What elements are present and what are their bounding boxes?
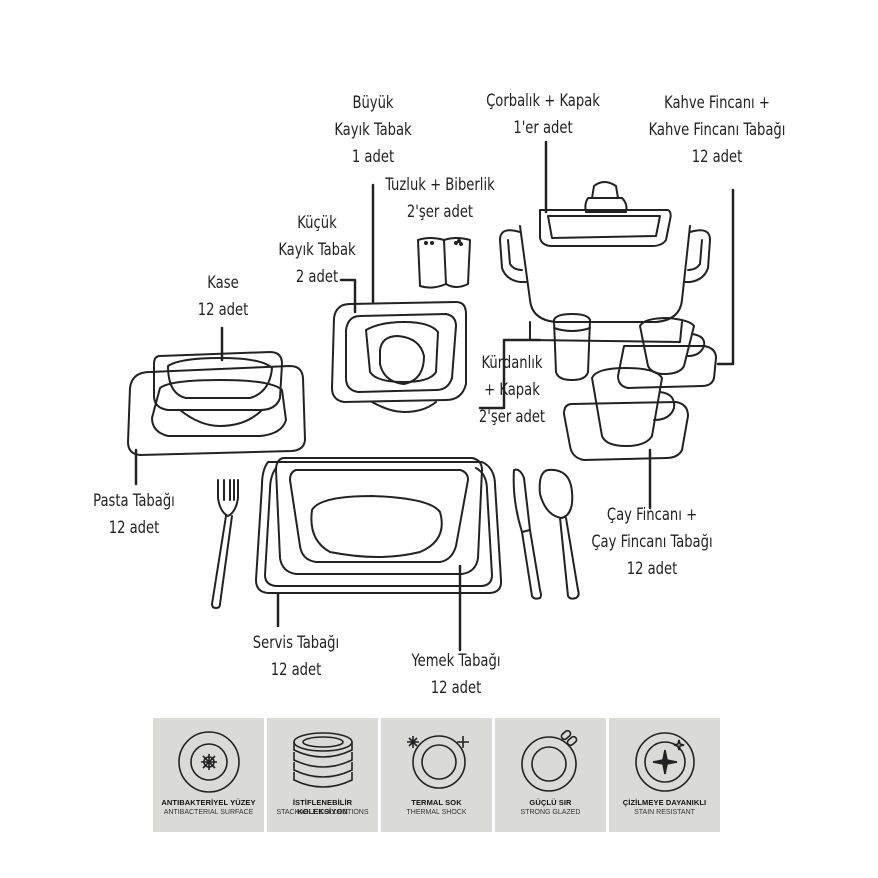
label-line: Çay Fincanı Tabağı [591,532,713,552]
servis-tabagi-drawing [255,461,503,594]
yemek-tabagi-drawing [275,457,483,575]
dinner-set-illustration [127,140,735,652]
label-line: 12 adet [270,660,322,680]
label-line: Kayık Tabak [334,120,412,140]
feature-title: GÜÇLÜ SIR [529,798,572,807]
label-line: 12 adet [691,147,743,167]
label-line: Kahve Fincanı Tabağı [648,120,786,140]
kase-drawing [153,351,283,427]
label-line: Kayık Tabak [278,240,356,260]
label-line: Çorbalık + Kapak [486,91,600,111]
tuzluk-biberlik-drawing [417,237,471,289]
label-corbalik: Çorbalık + Kapak 1'er adet [480,88,606,142]
feature-title: İSTİFLENEBİLİR KOLEKSİYON [292,798,353,816]
label-line: 12 adet [430,678,482,698]
link-icon [520,730,577,792]
label-kurdanlik: Kürdanlık + Kapak 2'şer adet [469,350,555,431]
feature-title: ANTIBAKTERİYEL YÜZEY [161,798,256,807]
feature-stackable: İSTİFLENEBİLİR KOLEKSİYON STACKABLE COLL… [267,718,378,832]
feature-subtitle: THERMAL SHOCK [406,809,467,816]
label-line: 2'şer adet [406,202,474,222]
label-line: 1'er adet [513,118,573,138]
kahve-fincani-drawing [617,317,717,389]
leader-lines [134,140,735,652]
label-line: Çay Fincanı + [606,505,698,525]
label-pasta-tabagi: Pasta Tabağı 12 adet [82,488,185,542]
cay-fincani-drawing [563,367,689,461]
spoon-drawing [538,468,580,600]
kayik-tabak-drawing [331,301,467,413]
label-line: Büyük [352,93,394,113]
label-kahve-fincani: Kahve Fincanı + Kahve Fincanı Tabağı 12 … [635,90,798,171]
corbalik-drawing [499,181,711,343]
label-line: Pasta Tabağı [93,491,175,511]
label-line: Küçük [297,213,337,233]
label-kucuk-kayik-tabak: Küçük Kayık Tabak 2 adet [270,210,365,291]
label-line: + Kapak [484,380,540,400]
feature-stain-resistant: ÇİZİLMEYE DAYANIKLI STAIN RESISTANT [609,718,720,832]
feature-title: ÇİZİLMEYE DAYANIKLI [622,798,707,807]
pasta-tabagi-drawing [127,365,306,456]
knife-drawing [512,468,542,600]
stack-icon [292,732,353,788]
antibacterial-icon [177,731,240,793]
feature-title: TERMAL SOK [411,798,462,807]
fork-drawing [211,479,239,609]
label-line: Kahve Fincanı + [664,93,770,113]
label-line: Yemek Tabağı [411,651,501,671]
label-line: Tuzluk + Biberlik [385,175,495,195]
label-line: 2'şer adet [478,407,546,427]
feature-subtitle: STRONG GLAZED [520,809,581,816]
feature-subtitle: STAIN RESISTANT [634,809,695,816]
sparkle-icon [634,732,695,792]
feature-strong-glazed: GÜÇLÜ SIR STRONG GLAZED [495,718,606,832]
label-tuzluk-biberlik: Tuzluk + Biberlik 2'şer adet [378,172,502,226]
label-servis-tabagi: Servis Tabağı 12 adet [244,630,347,684]
label-line: 12 adet [197,300,249,320]
label-cay-fincani: Çay Fincanı + Çay Fincanı Tabağı 12 adet [576,502,727,583]
kurdanlik-drawing [553,313,591,381]
feature-thermal: TERMAL SOK THERMAL SHOCK [381,718,492,832]
label-yemek-tabagi: Yemek Tabağı 12 adet [403,648,510,702]
label-buyuk-kayik-tabak: Büyük Kayık Tabak 1 adet [326,90,421,171]
label-line: 12 adet [626,559,678,579]
label-line: 12 adet [108,518,160,538]
label-line: 2 adet [295,267,339,287]
label-line: 1 adet [351,147,395,167]
thermal-icon [406,735,469,789]
feature-subtitle: ANTIBACTERIAL SURFACE [163,809,254,816]
label-line: Servis Tabağı [252,633,340,653]
label-line: Kürdanlık [481,353,543,373]
feature-antibacterial: ANTIBAKTERİYEL YÜZEY ANTIBACTERIAL SURFA… [153,718,264,832]
feature-subtitle: STACKABLE COLLECTIONS [276,809,369,816]
label-line: Kase [207,273,239,293]
label-kase: Kase 12 adet [184,270,261,324]
